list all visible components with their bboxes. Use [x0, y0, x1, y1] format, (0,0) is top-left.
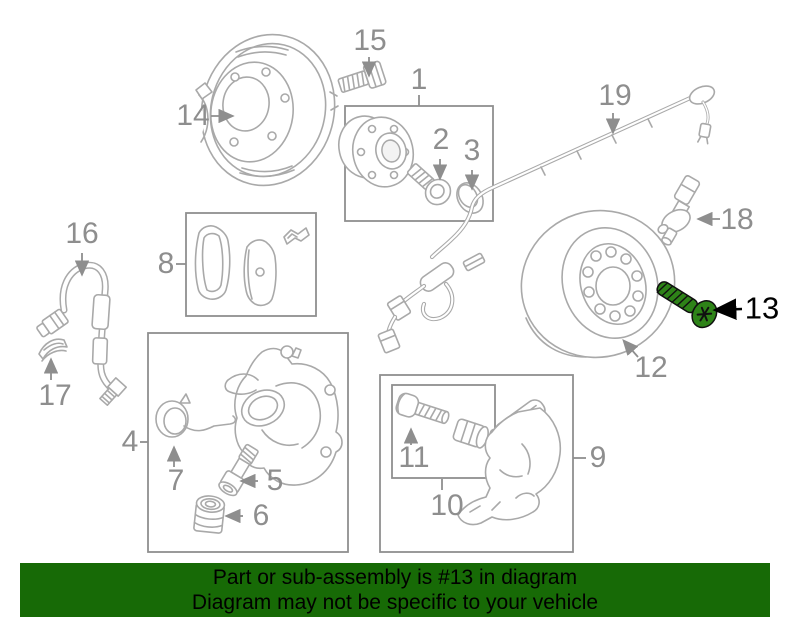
part-label-3: 3 — [463, 134, 481, 167]
part-drawing-6 — [193, 495, 226, 534]
part-label-8: 8 — [157, 247, 175, 280]
part-label-4: 4 — [121, 425, 139, 458]
part-label-1: 1 — [410, 63, 428, 96]
part-label-18: 18 — [720, 203, 754, 236]
part-label-12: 12 — [634, 351, 668, 384]
part-label-5: 5 — [266, 464, 284, 497]
part-label-13-highlighted: 13 — [744, 290, 780, 326]
part-label-7: 7 — [167, 464, 185, 497]
part-drawing-5 — [218, 443, 259, 497]
part-drawing-16 — [36, 261, 128, 407]
part-label-10: 10 — [430, 489, 464, 522]
part-drawing-12 — [520, 209, 676, 359]
part-drawing-14 — [178, 33, 339, 187]
part-label-15: 15 — [353, 24, 387, 57]
part-label-11: 11 — [398, 441, 430, 474]
part-label-2: 2 — [432, 123, 450, 156]
part-label-16: 16 — [65, 217, 99, 250]
part-drawing-18 — [657, 175, 701, 246]
callout-arrows — [43, 57, 720, 524]
part-drawing-8 — [194, 225, 310, 307]
part-label-14: 14 — [176, 99, 210, 132]
part-label-17: 17 — [38, 379, 72, 412]
part-drawing-17 — [38, 338, 68, 362]
part-drawing-7 — [155, 393, 237, 438]
part-drawing-2 — [406, 163, 452, 206]
part-drawing-15 — [337, 60, 387, 93]
banner-line-1: Part or sub-assembly is #13 in diagram — [212, 566, 578, 589]
group-box-9 — [379, 374, 574, 553]
part-label-19: 19 — [598, 79, 632, 112]
part-label-9: 9 — [589, 441, 607, 474]
part-label-6: 6 — [252, 499, 270, 532]
part-drawing-13-highlighted — [656, 281, 718, 329]
callout-arrow-13 — [712, 298, 743, 321]
part-drawing-11 — [395, 392, 489, 449]
banner-line-2: Diagram may not be specific to your vehi… — [191, 591, 599, 614]
part-drawing-4 — [224, 345, 343, 486]
part-drawing-1 — [338, 115, 415, 188]
part-drawing-19 — [377, 85, 716, 354]
part-drawing-9 — [457, 399, 562, 526]
notice-banner: Part or sub-assembly is #13 in diagram D… — [20, 563, 770, 617]
